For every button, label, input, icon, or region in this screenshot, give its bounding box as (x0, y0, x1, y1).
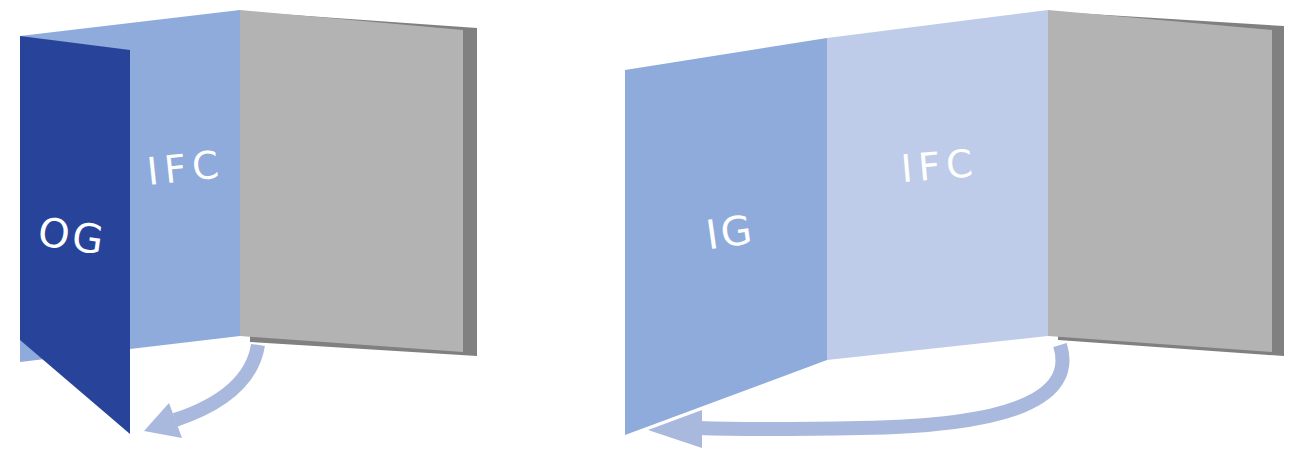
outer-gatefold-panel: OG (20, 36, 130, 434)
inside-gatefold-panel: IG (625, 38, 827, 435)
fold-arrow (175, 345, 258, 420)
panel-fill (827, 10, 1048, 360)
panel-label: IFC (900, 144, 981, 189)
panel-fill (20, 36, 130, 434)
panel-fill (625, 38, 827, 435)
panel-label: IG (703, 209, 757, 255)
panel-label: OG (35, 211, 108, 260)
arrow-head (144, 403, 182, 438)
inside-front-cover-panel: IFC (827, 10, 1048, 360)
panel-fill (20, 10, 240, 362)
grey-panel (240, 10, 463, 352)
panel-label: IFC (145, 145, 226, 191)
grey-panel (1048, 10, 1272, 352)
